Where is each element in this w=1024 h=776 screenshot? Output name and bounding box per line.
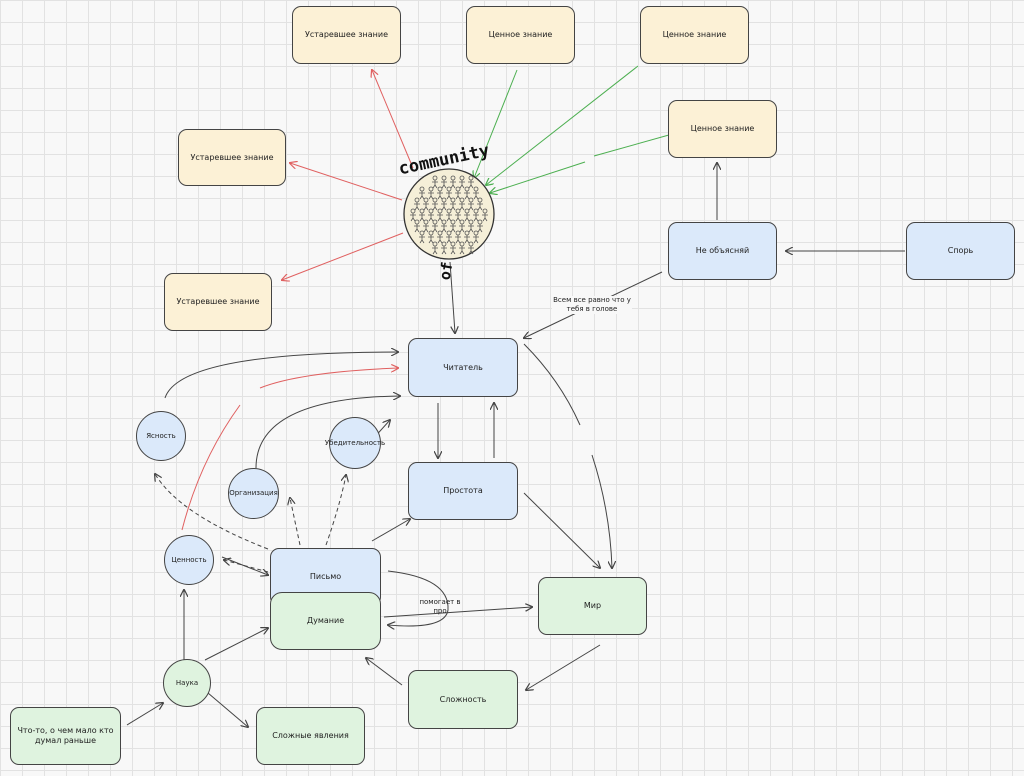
valuable-knowledge-node-3[interactable]: Ценное знание (668, 100, 777, 158)
node-label: Устаревшее знание (305, 30, 388, 40)
node-label: Читатель (443, 362, 483, 372)
node-label: Устаревшее знание (190, 152, 274, 162)
simplicity-node[interactable]: Простота (408, 462, 518, 520)
node-label: Организация (229, 489, 278, 498)
dispute-node[interactable]: Спорь (906, 222, 1015, 280)
default-edges (126, 163, 905, 727)
reader-node[interactable]: Читатель (408, 338, 518, 397)
dashed-edges (155, 474, 346, 573)
valuable-knowledge-edges (474, 65, 677, 193)
persuasiveness-node[interactable]: Убедительность (325, 417, 385, 469)
edge-label-helps: помогает в про (419, 598, 461, 616)
node-label: Ценность (171, 555, 207, 564)
value-node[interactable]: Ценность (164, 535, 214, 585)
community-illustration (403, 168, 495, 260)
edge-label-head: Всем все равно что у тебя в голове (552, 296, 632, 315)
complexity-node[interactable]: Сложность (408, 670, 518, 729)
old-knowledge-node-2[interactable]: Устаревшее знание (178, 129, 286, 186)
valuable-knowledge-node-1[interactable]: Ценное знание (466, 6, 575, 64)
node-label: Спорь (947, 246, 974, 256)
node-label: Убедительность (324, 438, 386, 447)
organization-node[interactable]: Организация (228, 468, 279, 519)
node-label: Письмо (309, 572, 342, 582)
complex-phenomena-node[interactable]: Сложные явления (256, 707, 365, 765)
node-label: Думание (306, 616, 345, 626)
community-of: of (435, 260, 457, 282)
node-label: Наука (175, 678, 199, 687)
valuable-knowledge-node-2[interactable]: Ценное знание (640, 6, 749, 64)
old-knowledge-edges (282, 70, 414, 280)
node-label: Не объясняй (695, 246, 750, 256)
not-explain-node[interactable]: Не объясняй (668, 222, 777, 280)
node-label: Устаревшее знание (176, 297, 260, 307)
node-label: Простота (443, 486, 483, 496)
node-label: Сложные явления (272, 731, 349, 741)
node-label: Сложность (439, 694, 487, 704)
something-new-node[interactable]: Что-то, о чем мало кто думал раньше (10, 707, 121, 765)
world-node[interactable]: Мир (538, 577, 647, 635)
thinking-node[interactable]: Думание (270, 592, 381, 650)
science-node[interactable]: Наука (163, 659, 211, 707)
clarity-node[interactable]: Ясность (136, 411, 186, 461)
node-label: Ценное знание (662, 30, 727, 40)
node-label: Ценное знание (690, 124, 755, 134)
node-label: Ясность (146, 431, 176, 440)
node-label: Что-то, о чем мало кто думал раньше (17, 726, 114, 745)
node-label: Мир (583, 601, 602, 611)
old-knowledge-node-1[interactable]: Устаревшее знание (292, 6, 401, 64)
node-label: Ценное знание (488, 30, 553, 40)
old-knowledge-node-3[interactable]: Устаревшее знание (164, 273, 272, 331)
